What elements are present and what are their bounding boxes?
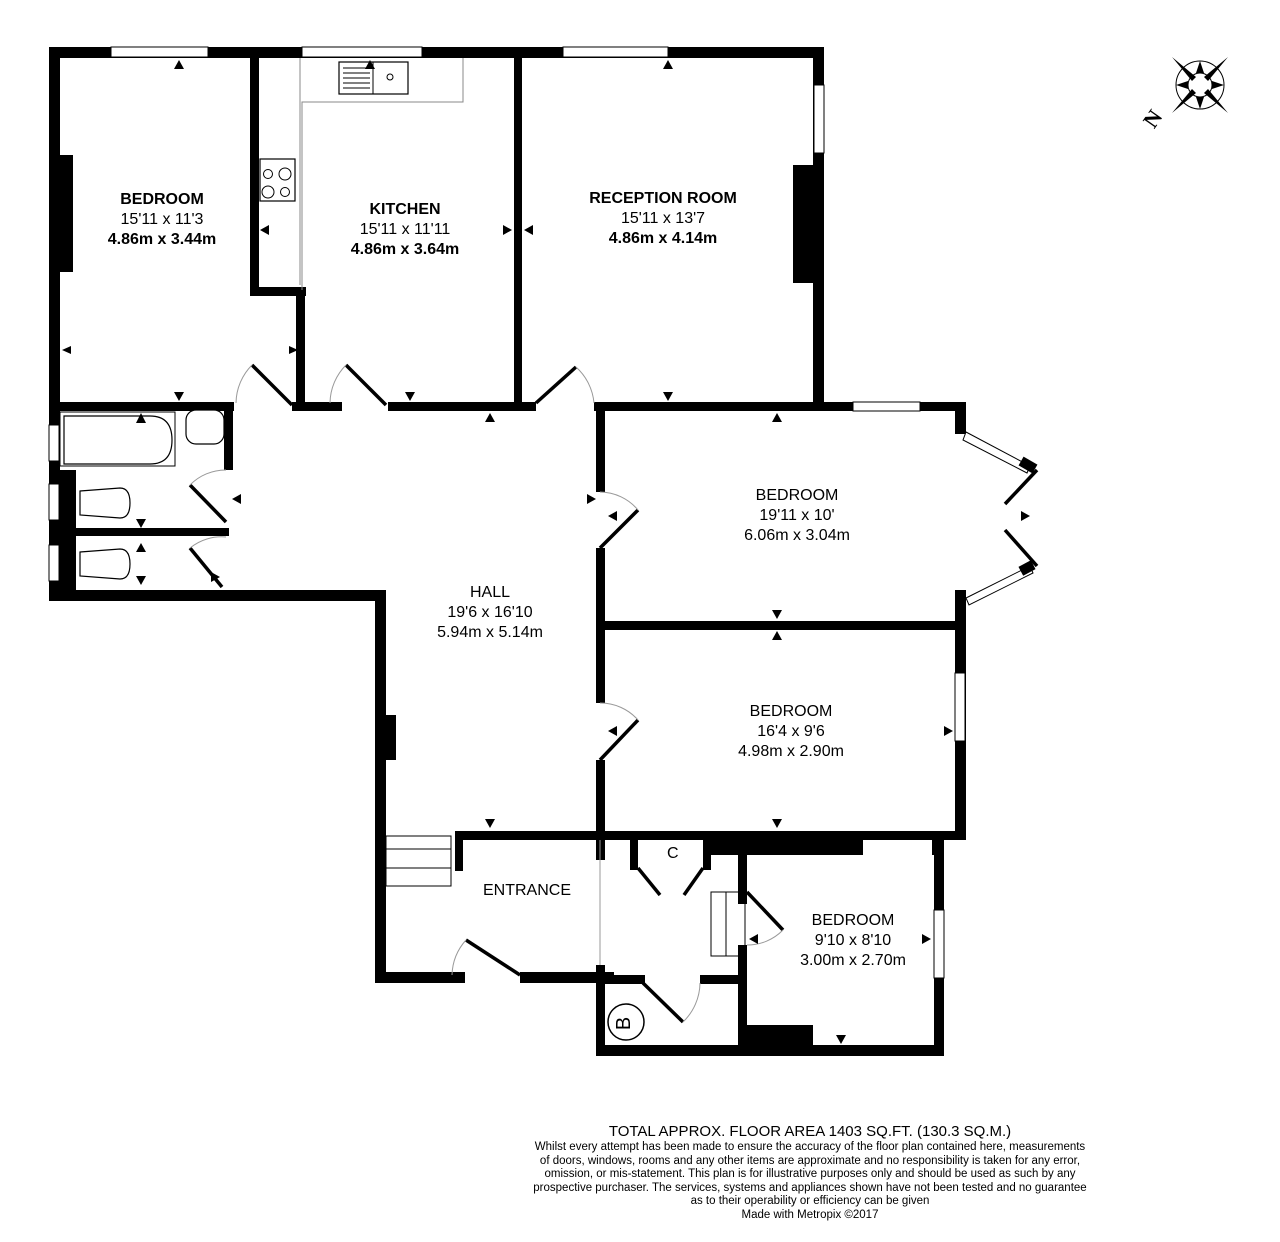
disclaimer-line: as to their operability or efficiency ca…: [690, 1195, 930, 1207]
basin-icon: [185, 409, 225, 445]
room-name: BEDROOM: [755, 487, 839, 504]
room-name: BEDROOM: [120, 191, 204, 208]
room-size-metric: 4.86m x 4.14m: [608, 230, 718, 247]
room-label-bedroom-2: BEDROOM 19'11 x 10' 6.06m x 3.04m: [744, 486, 850, 546]
room-label-hall: HALL 19'6 x 16'10 5.94m x 5.14m: [437, 583, 543, 643]
room-size-imperial: 15'11 x 11'11: [359, 221, 451, 238]
room-size-metric: 6.06m x 3.04m: [744, 527, 850, 544]
room-label-reception-room: RECEPTION ROOM 15'11 x 13'7 4.86m x 4.14…: [589, 189, 737, 249]
room-size-imperial: 16'4 x 9'6: [757, 723, 825, 740]
compass-icon: [1172, 57, 1228, 113]
measurement-arrows: [62, 60, 1030, 1044]
room-size-metric: 4.86m x 3.64m: [350, 241, 460, 258]
toilet-icon: [79, 487, 131, 519]
disclaimer-line: prospective purchaser. The services, sys…: [533, 1181, 1087, 1194]
room-label-entrance: ENTRANCE: [483, 881, 571, 901]
room-size-metric: 4.86m x 3.44m: [107, 231, 217, 248]
room-label-bedroom-1: BEDROOM 15'11 x 11'3 4.86m x 3.44m: [108, 190, 217, 250]
room-label-kitchen: KITCHEN 15'11 x 11'11 4.86m x 3.64m: [351, 200, 460, 260]
room-size-metric: 4.98m x 2.90m: [738, 743, 844, 760]
room-name: BEDROOM: [811, 912, 895, 929]
disclaimer-line: of doors, windows, rooms and any other i…: [539, 1154, 1081, 1167]
disclaimer-line: Whilst every attempt has been made to en…: [534, 1141, 1086, 1153]
boiler-icon: [607, 1003, 645, 1041]
room-label-bedroom-4: BEDROOM 9'10 x 8'10 3.00m x 2.70m: [800, 911, 906, 971]
room-size-imperial: 15'11 x 11'3: [120, 211, 204, 228]
credit: Made with Metropix ©2017: [741, 1208, 879, 1221]
room-name: RECEPTION ROOM: [589, 190, 737, 207]
cupboard-label: C: [667, 845, 679, 862]
footer: TOTAL APPROX. FLOOR AREA 1403 SQ.FT. (13…: [470, 1122, 1150, 1222]
hob-icon: [259, 158, 296, 202]
disclaimer-line: omission, or mis-statement. This plan is…: [544, 1168, 1076, 1180]
doors: [188, 363, 785, 1024]
room-name: BEDROOM: [749, 703, 833, 720]
room-size-imperial: 19'6 x 16'10: [447, 604, 533, 621]
total-floor-area: TOTAL APPROX. FLOOR AREA 1403 SQ.FT. (13…: [608, 1123, 1012, 1140]
room-name: HALL: [469, 584, 511, 601]
bathroom-fittings: [59, 409, 225, 580]
room-size-metric: 5.94m x 5.14m: [437, 624, 543, 641]
room-size-imperial: 9'10 x 8'10: [814, 932, 892, 949]
room-name: KITCHEN: [369, 201, 441, 218]
kitchen-fittings: [259, 58, 464, 290]
toilet-icon: [79, 548, 131, 580]
boiler-label: B: [613, 1016, 636, 1031]
stairs: [385, 835, 746, 965]
room-label-bedroom-3: BEDROOM 16'4 x 9'6 4.98m x 2.90m: [738, 702, 844, 762]
room-size-imperial: 15'11 x 13'7: [620, 210, 706, 227]
room-size-imperial: 19'11 x 10': [759, 507, 835, 524]
room-size-metric: 3.00m x 2.70m: [800, 952, 906, 969]
windows: [48, 46, 1039, 979]
room-name: ENTRANCE: [482, 882, 572, 899]
